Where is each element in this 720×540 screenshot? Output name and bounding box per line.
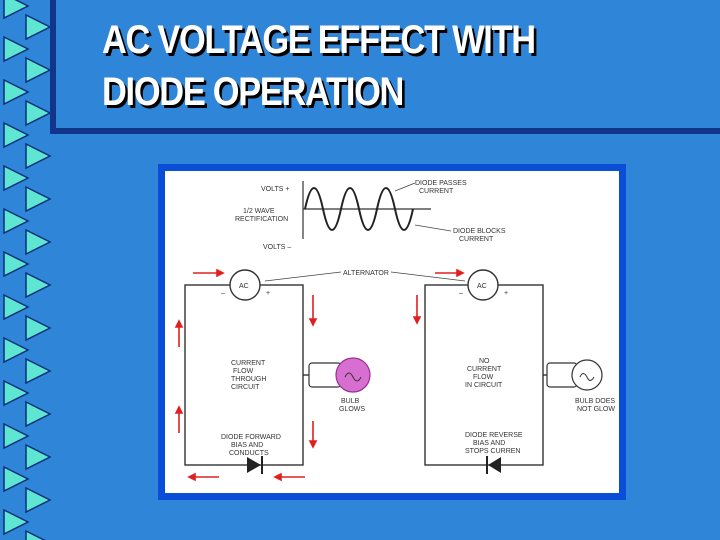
right-bulb-off: [571, 359, 603, 391]
left-circuit: AC – + CURRENT FLOW THROUGH CIRCUIT BULB…: [174, 268, 371, 482]
left-diode-symbol: [247, 456, 263, 474]
arrowhead-left-right-2: [308, 440, 318, 449]
rail-bullet-13: [25, 271, 52, 299]
left-bulb-glowing: [335, 357, 371, 393]
right-current-3: FLOW: [473, 374, 494, 381]
rail-bullet-3: [25, 56, 52, 84]
arrowhead-left-bottom-2: [273, 472, 282, 482]
right-bulb-note-2: NOT GLOW: [577, 406, 615, 413]
arrowhead-right-top: [456, 268, 465, 278]
diode-passes-label-2: CURRENT: [419, 188, 454, 195]
right-diode-triangle: [488, 457, 501, 473]
bullet-rail: [3, 0, 52, 540]
arrowhead-left-top: [216, 268, 225, 278]
rail-bullet-14: [3, 293, 30, 321]
ac-sine-wave: [304, 187, 414, 231]
header-rule: [50, 128, 720, 134]
right-diode-symbol: [486, 456, 501, 474]
right-plus-label: +: [504, 290, 508, 297]
right-diode-note-1: DIODE REVERSE: [465, 432, 523, 439]
leader-passes: [394, 182, 416, 192]
left-current-2: FLOW: [233, 368, 254, 375]
right-bulb-filament: [579, 373, 595, 381]
alternator-leader-right: [390, 271, 466, 282]
rail-bullet-1: [25, 13, 52, 41]
left-current-3: THROUGH: [231, 376, 266, 383]
rail-bullet-0: [3, 0, 30, 20]
diode-blocks-label-2: CURRENT: [459, 236, 494, 243]
rail-bullet-8: [3, 164, 30, 192]
left-diode-note-1: DIODE FORWARD: [221, 434, 281, 441]
arrowhead-left-left-2: [174, 405, 184, 414]
alternator-leader-left: [264, 271, 342, 282]
right-ac-label: AC: [477, 283, 487, 290]
diode-blocks-label-1: DIODE BLOCKS: [453, 228, 506, 235]
leader-blocks: [414, 224, 452, 232]
rail-bullet-20: [3, 422, 30, 450]
volts-negative-label: VOLTS –: [263, 244, 291, 251]
half-wave-label-2: RECTIFICATION: [235, 216, 288, 223]
right-minus-label: –: [459, 290, 463, 297]
rail-bullet-18: [3, 379, 30, 407]
rail-bullet-12: [3, 250, 30, 278]
right-current-arrows: [412, 268, 465, 325]
arrowhead-right-left: [412, 316, 422, 325]
right-diode-note-2: BIAS AND: [473, 440, 505, 447]
rail-bullet-15: [25, 314, 52, 342]
left-diode-triangle: [247, 457, 261, 473]
rail-bullet-21: [25, 443, 52, 471]
left-current-arrows: [174, 268, 318, 482]
left-minus-label: –: [221, 290, 225, 297]
rail-bullet-22: [3, 465, 30, 493]
rail-bullet-25: [25, 529, 46, 540]
circuit-figure: VOLTS + 1/2 WAVE RECTIFICATION VOLTS – D…: [158, 164, 626, 500]
rail-bullet-17: [25, 357, 52, 385]
arrowhead-left-right-1: [308, 318, 318, 327]
arrowhead-left-bottom-1: [187, 472, 196, 482]
right-current-4: IN CIRCUIT: [465, 382, 503, 389]
rail-bullet-4: [3, 78, 30, 106]
rail-bullet-7: [25, 142, 52, 170]
left-current-4: CIRCUIT: [231, 384, 260, 391]
right-current-1: NO: [479, 358, 490, 365]
rail-bullet-24: [3, 508, 30, 536]
header-shadow: [50, 0, 56, 134]
rail-bullet-16: [3, 336, 30, 364]
left-ac-source: [229, 269, 261, 301]
left-current-1: CURRENT: [231, 360, 266, 367]
rail-bullet-2: [3, 35, 30, 63]
left-bulb-filament: [344, 372, 362, 382]
half-wave-label-1: 1/2 WAVE: [243, 208, 275, 215]
alternator-label: ALTERNATOR: [343, 270, 389, 277]
left-bulb-note-1: BULB: [341, 398, 360, 405]
rail-bullet-19: [25, 400, 52, 428]
diode-passes-label-1: DIODE PASSES: [415, 180, 467, 187]
right-current-2: CURRENT: [467, 366, 502, 373]
left-diode-note-2: BIAS AND: [231, 442, 263, 449]
right-bulb-note-1: BULB DOES: [575, 398, 615, 405]
rail-bullet-9: [25, 185, 52, 213]
volts-positive-label: VOLTS +: [261, 186, 289, 193]
left-bulb-note-2: GLOWS: [339, 406, 365, 413]
rail-bullet-6: [3, 121, 30, 149]
left-diode-note-3: CONDUCTS: [229, 450, 269, 457]
left-ac-label: AC: [239, 283, 249, 290]
right-diode-note-3: STOPS CURREN: [465, 448, 521, 455]
slide-title: AC VOLTAGE EFFECT WITH DIODE OPERATION: [102, 18, 536, 114]
right-ac-source: [467, 269, 499, 301]
circuit-diagram: VOLTS + 1/2 WAVE RECTIFICATION VOLTS – D…: [174, 180, 615, 482]
right-circuit: AC – + NO CURRENT FLOW IN CIRCUIT BULB D…: [412, 268, 615, 474]
rail-bullet-5: [25, 99, 52, 127]
rail-bullet-10: [3, 207, 30, 235]
rail-bullet-11: [25, 228, 52, 256]
left-plus-label: +: [266, 290, 270, 297]
arrowhead-left-left-1: [174, 319, 184, 328]
rail-bullet-23: [25, 486, 52, 514]
waveform: VOLTS + 1/2 WAVE RECTIFICATION VOLTS – D…: [235, 180, 506, 251]
